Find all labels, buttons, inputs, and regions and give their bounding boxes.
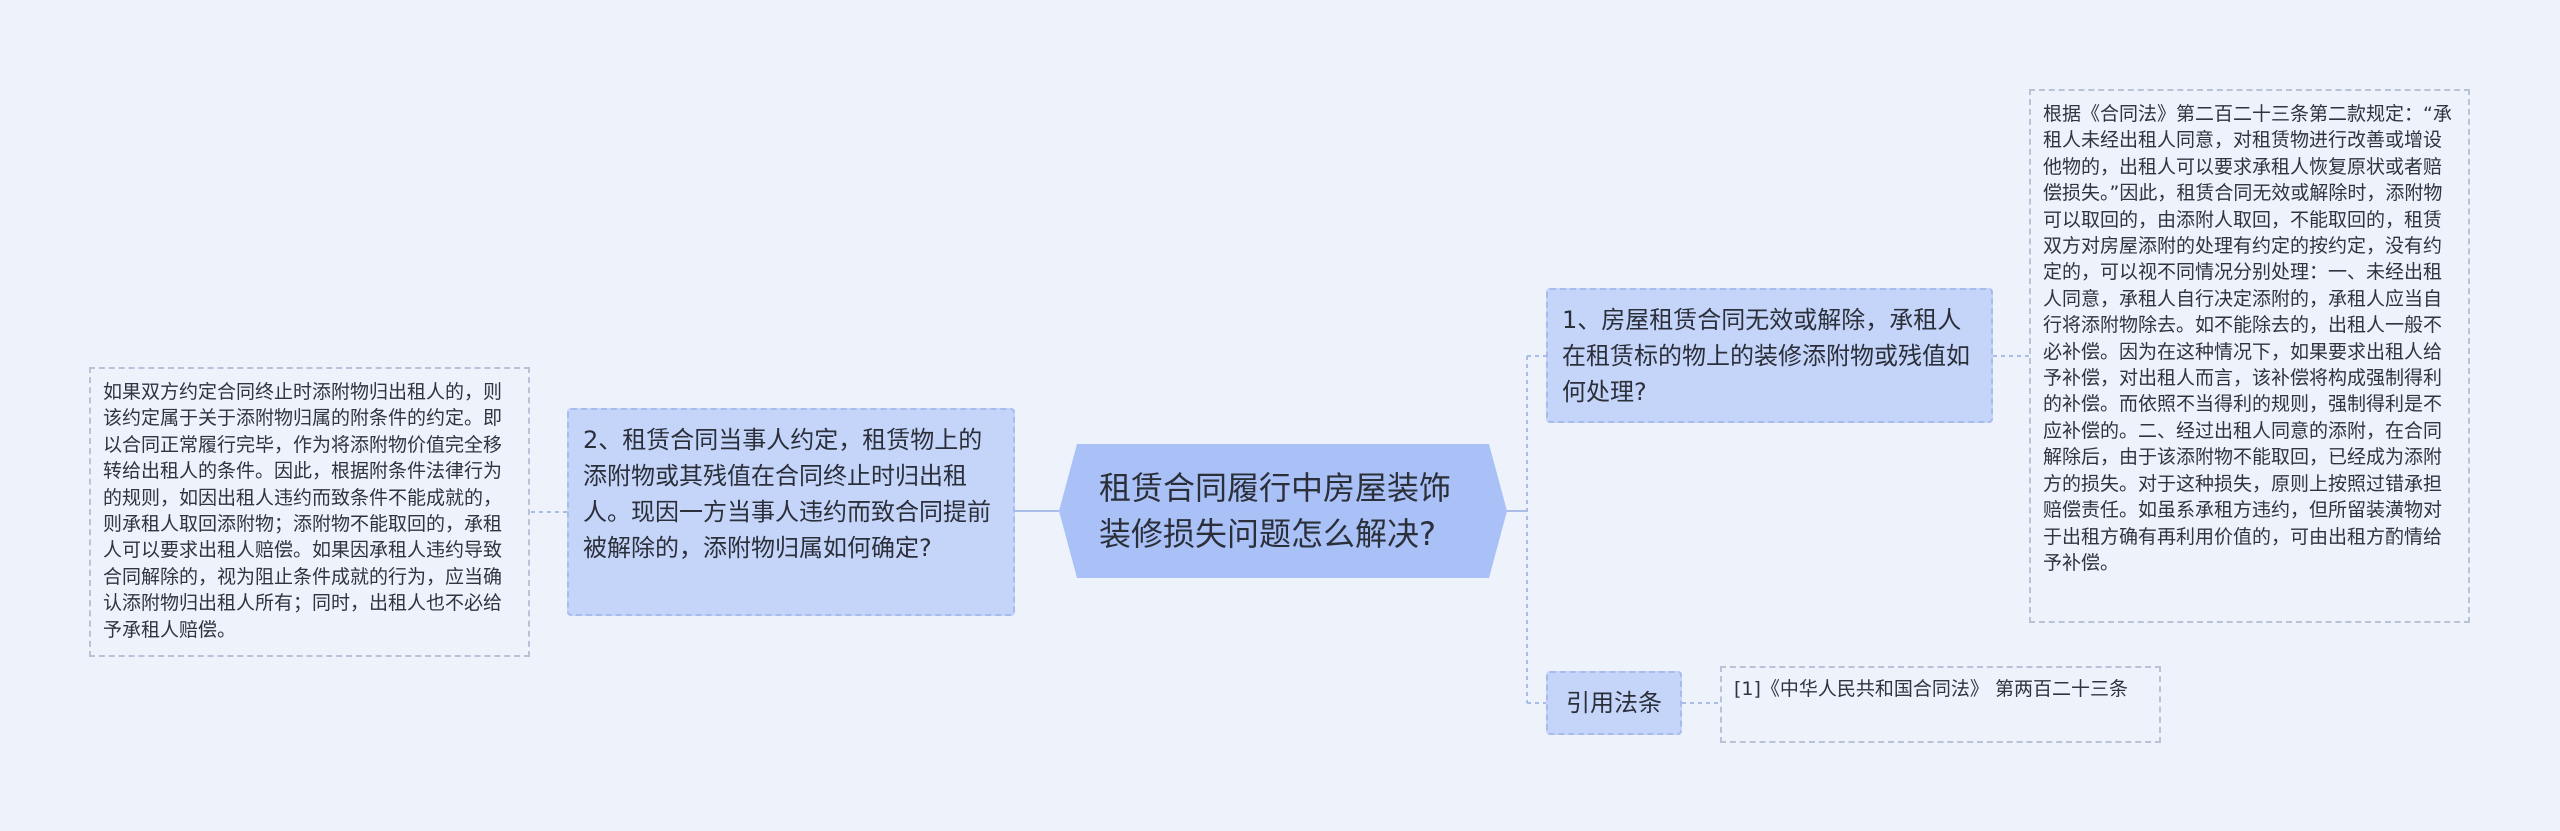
topic-3-detail[interactable]: [1]《中华人民共和国合同法》 第两百二十三条 [1720,666,2161,743]
topic-2-detail[interactable]: 如果双方约定合同终止时添附物归出租人的，则该约定属于关于添附物归属的附条件的约定… [89,367,530,657]
topic-2-label: 2、租赁合同当事人约定，租赁物上的添附物或其残值在合同终止时归出租人。现因一方当… [583,426,991,562]
topic-1[interactable]: 1、房屋租赁合同无效或解除，承租人在租赁标的物上的装修添附物或残值如何处理? [1546,288,1993,423]
topic-2[interactable]: 2、租赁合同当事人约定，租赁物上的添附物或其残值在合同终止时归出租人。现因一方当… [567,408,1015,616]
root-topic-title: 租赁合同履行中房屋装饰装修损失问题怎么解决? [1099,469,1452,553]
topic-3-detail-text: [1]《中华人民共和国合同法》 第两百二十三条 [1734,678,2128,700]
root-topic[interactable]: 租赁合同履行中房屋装饰装修损失问题怎么解决? [1059,444,1507,578]
topic-1-detail[interactable]: 根据《合同法》第二百二十三条第二款规定：“承租人未经出租人同意，对租赁物进行改善… [2029,89,2470,623]
topic-1-detail-text: 根据《合同法》第二百二十三条第二款规定：“承租人未经出租人同意，对租赁物进行改善… [2043,103,2452,574]
topic-2-detail-text: 如果双方约定合同终止时添附物归出租人的，则该约定属于关于添附物归属的附条件的约定… [103,381,503,641]
topic-3-label: 引用法条 [1566,689,1662,717]
topic-1-label: 1、房屋租赁合同无效或解除，承租人在租赁标的物上的装修添附物或残值如何处理? [1562,306,1970,406]
topic-3[interactable]: 引用法条 [1546,671,1682,735]
